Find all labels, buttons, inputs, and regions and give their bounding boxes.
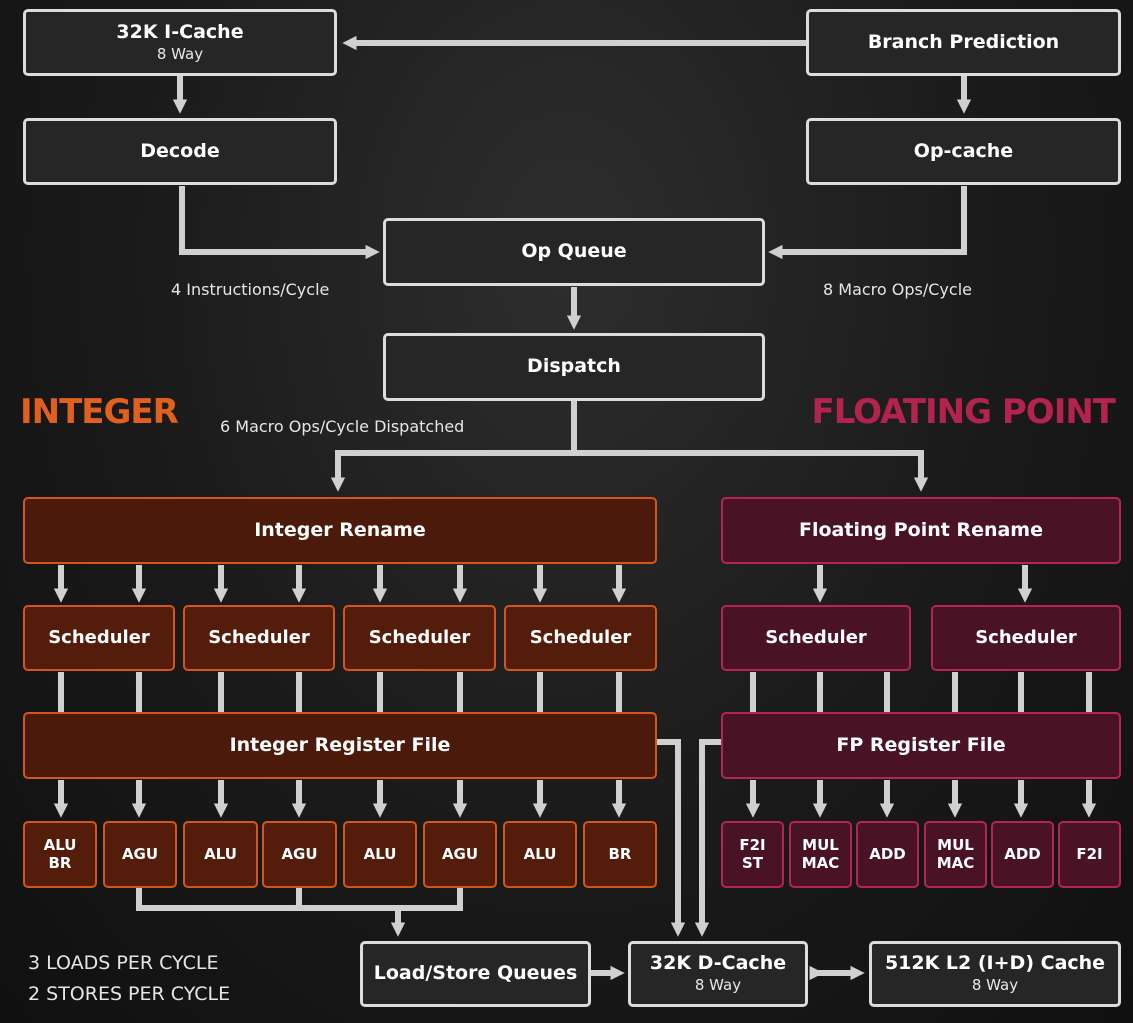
icache-ways: 8 Way [156,44,204,63]
decode-block: Decode [23,118,337,185]
load-store-throughput-note: 3 LOADS PER CYCLE 2 STORES PER CYCLE [28,948,230,1010]
fp-rename-label: Floating Point Rename [799,518,1043,541]
integer-execution-unit: AGU [262,821,337,888]
scheduler-label: Scheduler [48,626,150,648]
integer-execution-unit: AGU [103,821,177,888]
unit-label-line1: ALU [523,844,557,863]
integer-rename-label: Integer Rename [254,518,426,541]
integer-scheduler: Scheduler [504,605,657,671]
l2-cache-block: 512K L2 (I+D) Cache 8 Way [869,941,1121,1007]
integer-heading: INTEGER [20,392,179,432]
unit-label-line1: F2I [1076,844,1103,863]
unit-label-line1: ADD [869,844,906,863]
integer-register-file-label: Integer Register File [229,733,451,756]
unit-label-line1: MUL [937,836,974,855]
integer-execution-unit: BR [583,821,657,888]
integer-execution-unit: ALU BR [23,821,97,888]
scheduler-label: Scheduler [208,626,310,648]
unit-label-line1: ALU [43,836,77,855]
icache-title: 32K I-Cache [116,20,244,43]
op-queue-block: Op Queue [383,218,765,286]
dispatch-label: Dispatch [527,355,621,378]
load-store-queues-label: Load/Store Queues [373,962,578,985]
scheduler-label: Scheduler [765,626,867,648]
integer-scheduler: Scheduler [23,605,175,671]
integer-scheduler: Scheduler [343,605,496,671]
op-cache-label: Op-cache [913,139,1014,162]
load-store-queues-block: Load/Store Queues [360,941,591,1007]
unit-label-line2: BR [48,853,72,872]
fp-execution-unit: ADD [856,821,919,888]
floating-point-heading: FLOATING POINT [811,392,1116,432]
icache-block: 32K I-Cache 8 Way [23,9,337,76]
scheduler-label: Scheduler [975,626,1077,648]
unit-label-line1: ADD [1004,844,1041,863]
l2-cache-title: 512K L2 (I+D) Cache [884,952,1106,975]
unit-label-line1: AGU [281,844,318,863]
dispatch-block: Dispatch [383,333,765,401]
branch-prediction-label: Branch Prediction [867,30,1060,53]
fp-execution-unit: F2I [1058,821,1121,888]
scheduler-label: Scheduler [529,626,632,648]
unit-label-line1: F2I [739,836,766,855]
decode-label: Decode [140,139,220,162]
dcache-ways: 8 Way [694,976,742,995]
unit-label-line1: ALU [204,844,237,863]
unit-label-line2: MAC [936,853,975,872]
macro-ops-per-cycle-label: 8 Macro Ops/Cycle [823,280,972,299]
unit-label-line1: BR [608,844,632,863]
unit-label-line2: ST [741,853,764,872]
dcache-title: 32K D-Cache [649,952,787,975]
stores-per-cycle-label: 2 STORES PER CYCLE [28,983,231,1005]
instructions-per-cycle-label: 4 Instructions/Cycle [171,280,330,299]
fp-execution-unit: MUL MAC [789,821,852,888]
fp-register-file-block: FP Register File [721,712,1121,779]
fp-execution-unit: ADD [991,821,1054,888]
unit-label-line1: ALU [363,844,397,863]
fp-scheduler: Scheduler [931,605,1121,671]
integer-execution-unit: AGU [423,821,497,888]
fp-register-file-label: FP Register File [836,733,1006,756]
integer-execution-unit: ALU [503,821,577,888]
dispatched-per-cycle-label: 6 Macro Ops/Cycle Dispatched [220,417,465,436]
integer-execution-unit: ALU [343,821,417,888]
fp-execution-unit: F2I ST [721,821,784,888]
unit-label-line2: MAC [801,853,840,872]
integer-scheduler: Scheduler [183,605,335,671]
integer-execution-unit: ALU [183,821,258,888]
integer-rename-block: Integer Rename [23,497,657,564]
integer-register-file-block: Integer Register File [23,712,657,779]
unit-label-line1: MUL [802,836,839,855]
l2-cache-ways: 8 Way [971,976,1019,995]
dcache-block: 32K D-Cache 8 Way [628,941,808,1007]
scheduler-label: Scheduler [368,626,471,648]
unit-label-line1: AGU [121,844,159,863]
unit-label-line1: AGU [441,844,479,863]
loads-per-cycle-label: 3 LOADS PER CYCLE [28,952,219,974]
branch-prediction-block: Branch Prediction [806,9,1121,76]
op-cache-block: Op-cache [806,118,1121,185]
fp-rename-block: Floating Point Rename [721,497,1121,564]
op-queue-label: Op Queue [521,240,627,263]
fp-scheduler: Scheduler [721,605,911,671]
fp-execution-unit: MUL MAC [924,821,987,888]
